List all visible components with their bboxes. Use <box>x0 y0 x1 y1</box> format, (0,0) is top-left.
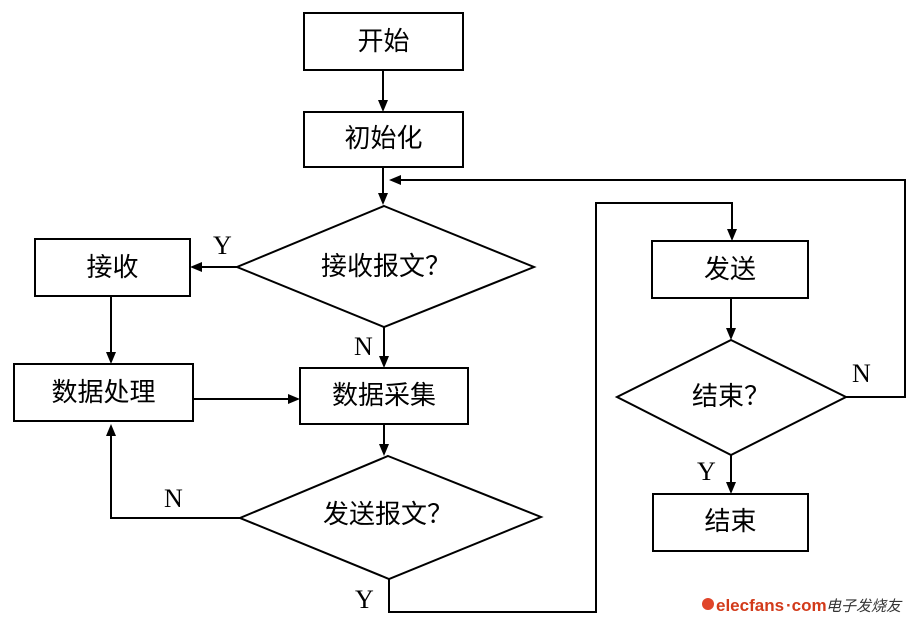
label-receive-no: N <box>354 332 373 361</box>
watermark-chinese: 电子发烧友 <box>826 597 903 615</box>
node-receive-label: 接收 <box>86 253 138 283</box>
connectors <box>106 70 906 613</box>
watermark-brand: elecfans <box>716 596 784 615</box>
label-send-no: N <box>164 484 183 513</box>
label-receive-yes: Y <box>213 231 232 260</box>
arrowhead <box>378 100 388 112</box>
node-end: 结束 <box>652 493 809 552</box>
node-init-label: 初始化 <box>344 124 422 154</box>
node-send: 发送 <box>651 240 809 299</box>
arrowhead <box>379 444 389 456</box>
node-send-label: 发送 <box>704 255 756 285</box>
arrowhead <box>379 356 389 368</box>
arrowhead <box>190 262 202 272</box>
branch-labels: Y N N Y N Y <box>164 231 871 614</box>
node-collect-label: 数据采集 <box>332 381 436 411</box>
edge-sendq-process <box>110 436 240 519</box>
node-collect: 数据采集 <box>299 367 469 425</box>
node-init: 初始化 <box>303 111 464 168</box>
arrowhead <box>726 328 736 340</box>
arrowhead <box>106 352 116 364</box>
label-send-yes: Y <box>355 585 374 614</box>
arrowhead <box>106 424 116 436</box>
arrowhead <box>726 482 736 494</box>
label-end-yes: Y <box>697 457 716 486</box>
watermark: elecfans ·com 电子发烧友 <box>702 596 903 615</box>
node-process-label: 数据处理 <box>51 378 155 408</box>
arrowhead <box>389 175 401 185</box>
decision-receive: 接收报文？ <box>234 204 537 329</box>
node-end-label: 结束 <box>704 507 756 537</box>
edge-sendq-send <box>388 202 733 613</box>
node-process: 数据处理 <box>13 363 194 422</box>
decision-receive-label: 接收报文？ <box>321 252 451 282</box>
arrowhead <box>727 229 737 241</box>
watermark-domain: ·com <box>786 596 827 615</box>
decision-end-label: 结束？ <box>692 382 770 412</box>
edge-endq-loop <box>401 179 906 398</box>
watermark-logo-icon <box>702 598 714 610</box>
decision-send: 发送报文？ <box>237 454 544 581</box>
decision-end: 结束？ <box>614 338 849 457</box>
decision-send-label: 发送报文？ <box>323 500 453 530</box>
arrowhead <box>378 193 388 205</box>
label-end-no: N <box>852 359 871 388</box>
arrowhead <box>288 394 300 404</box>
node-receive: 接收 <box>34 238 191 297</box>
node-start: 开始 <box>303 12 464 71</box>
node-start-label: 开始 <box>357 27 409 57</box>
